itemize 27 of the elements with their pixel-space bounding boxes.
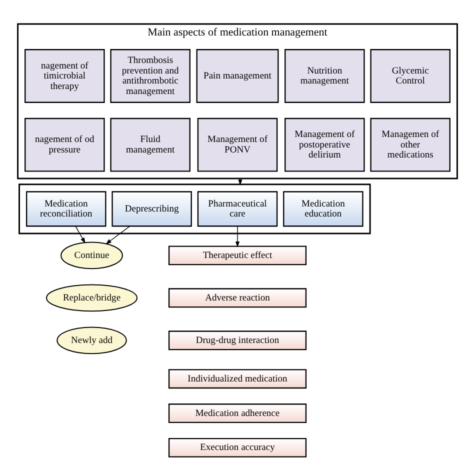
node-box: Thrombosis prevention and antithrombotic management xyxy=(110,48,190,102)
arrow xyxy=(105,225,130,244)
node-ellipse: Newly add xyxy=(56,326,126,354)
node-box: Drug-drug interaction xyxy=(168,330,306,350)
node-box: Therapeutic effect xyxy=(168,245,306,265)
node-box: Medication education xyxy=(282,190,363,226)
node-box: Individualized medication xyxy=(168,368,306,388)
node-box: Management of PONV xyxy=(196,117,278,172)
node-box: Glycemic Control xyxy=(370,48,450,102)
node-box: Pharmaceutical care xyxy=(196,190,278,226)
node-box: Medication reconciliation xyxy=(26,190,106,226)
node-ellipse: Continue xyxy=(60,241,122,269)
node-box: nagement of od pressure xyxy=(24,117,104,172)
node-box: Adverse reaction xyxy=(168,288,306,308)
arrow xyxy=(234,225,240,247)
cluster xyxy=(18,183,370,234)
node-box: Managemen of other medications xyxy=(370,117,450,172)
node-box: Fluid management xyxy=(110,117,190,172)
node-ellipse: Replace/bridge xyxy=(45,284,138,312)
node-box: nagement of timicrobial therapy xyxy=(24,48,104,102)
node-box: Medication adherence xyxy=(168,403,306,422)
node-box: Pain management xyxy=(196,48,278,102)
arrow xyxy=(74,225,85,244)
node-box: Management of postoperative delirium xyxy=(284,117,364,172)
node-box: Deprescribing xyxy=(111,190,192,226)
node-box: Execution accuracy xyxy=(168,437,306,457)
node-box: Nutrition management xyxy=(284,48,364,102)
